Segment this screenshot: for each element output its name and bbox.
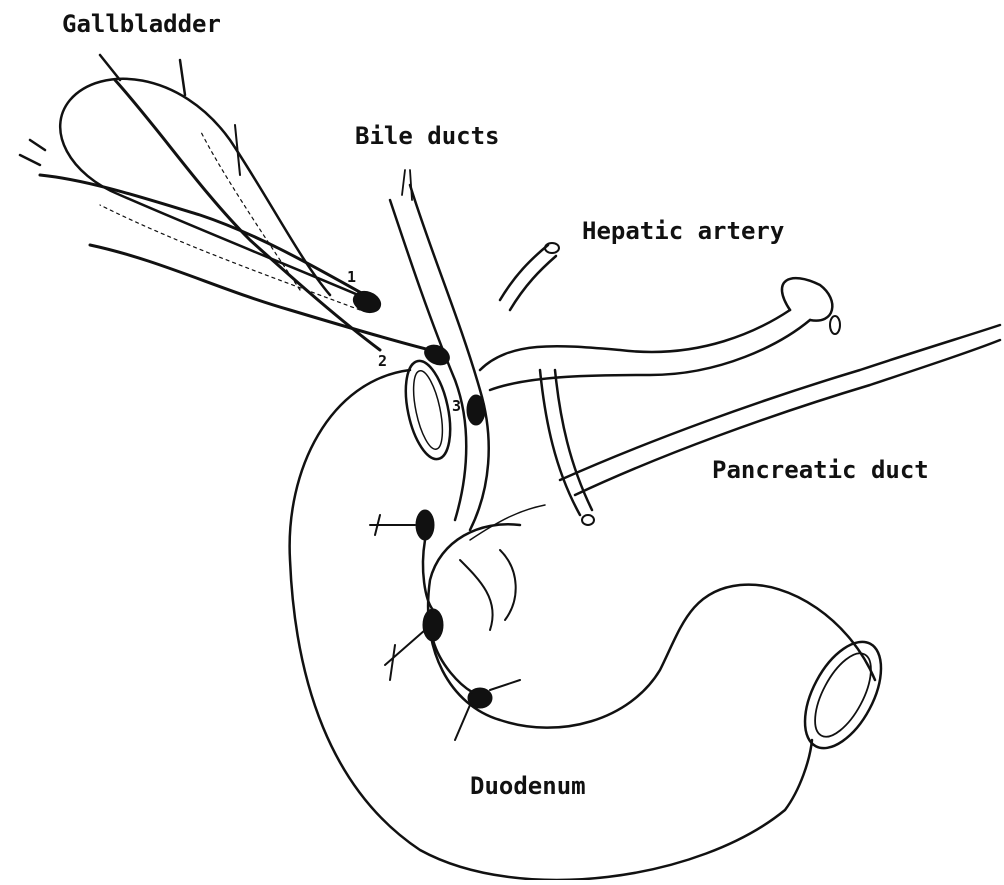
lymph-node-4 [416, 510, 434, 540]
bile-ducts-label: Bile ducts [355, 122, 500, 150]
hepatic-artery-label: Hepatic artery [582, 217, 784, 245]
node-number-3: 3 [452, 397, 461, 415]
node-number-1: 1 [347, 268, 356, 286]
lymph-node-3 [467, 395, 485, 425]
duodenum-label: Duodenum [470, 772, 586, 800]
lymph-node-5 [423, 609, 443, 641]
duodenum-shape [290, 370, 897, 880]
gallbladder-label: Gallbladder [62, 10, 221, 38]
lymph-node-1 [350, 288, 383, 316]
lymph-nodes [350, 288, 492, 708]
node-number-2: 2 [378, 352, 387, 370]
duct-ring [398, 357, 458, 463]
pancreatic-duct-label: Pancreatic duct [712, 456, 929, 484]
lymph-chain [370, 515, 520, 740]
gallbladder-shape [60, 79, 370, 310]
